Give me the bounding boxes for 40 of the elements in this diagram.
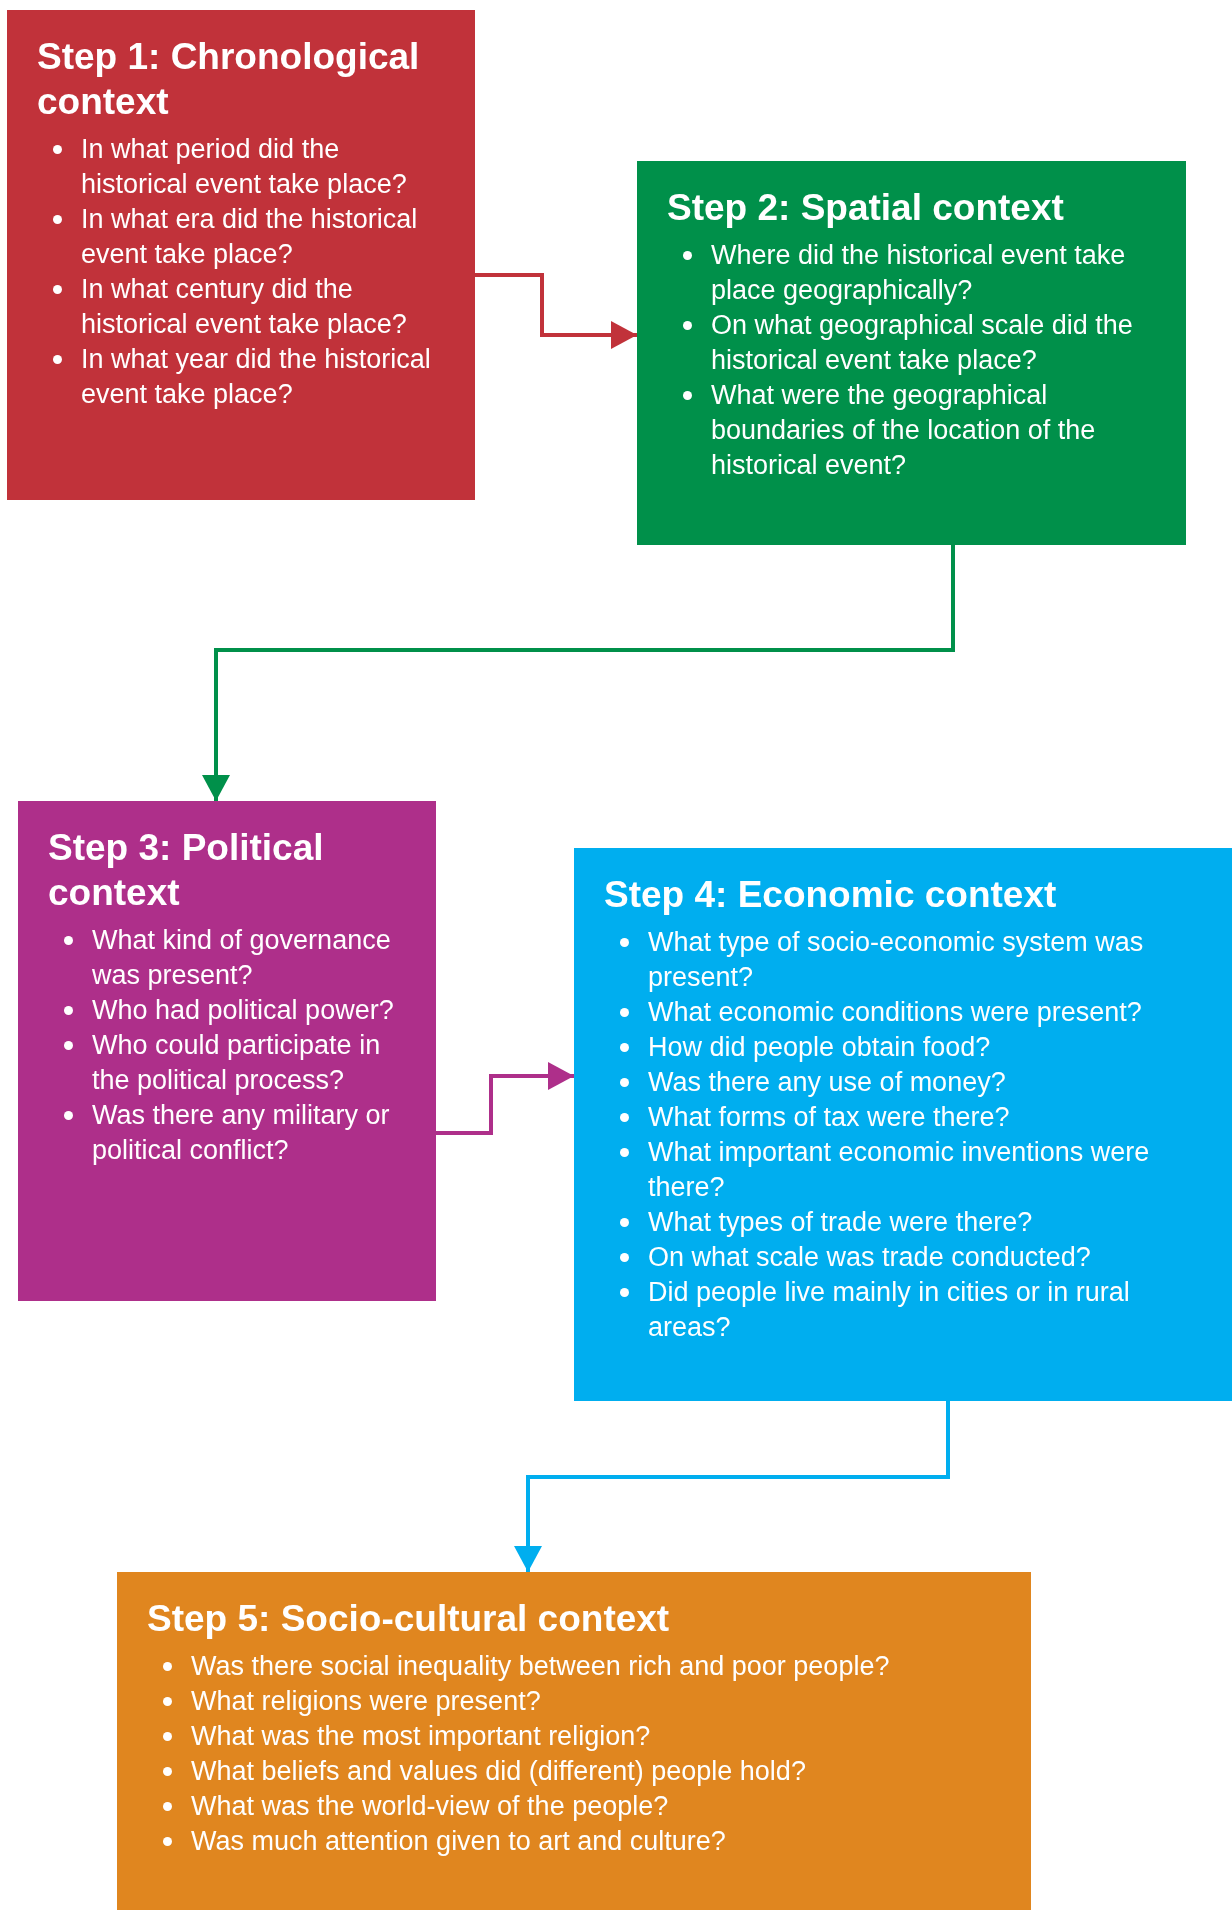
question-text: What types of trade were there? [648, 1206, 1033, 1239]
arrow [514, 1401, 950, 1572]
question-text: What beliefs and values did (different) people hold? [191, 1755, 806, 1788]
step-box [7, 10, 475, 500]
step-box [574, 848, 1232, 1401]
arrow [436, 1062, 574, 1135]
question-text: On what geographical scale did the historical event take place? [711, 309, 1134, 377]
question-text: On what scale was trade conducted? [648, 1241, 1091, 1274]
question-text: In what year did the historical event take place? [81, 343, 432, 411]
question-text: What economic conditions were present? [648, 996, 1142, 1029]
step-box [18, 801, 436, 1301]
question-text: What kind of governance was present? [92, 924, 392, 992]
question-text: Was much attention given to art and culture? [191, 1825, 726, 1858]
step-heading: Step 3: Political context [48, 826, 325, 915]
question-text: What were the geographical boundaries of the location of the historical event? [711, 379, 1097, 482]
step-box [637, 161, 1186, 545]
question-text: What type of socio-economic system was present? [648, 926, 1145, 994]
arrow [475, 273, 637, 349]
step-heading: Step 4: Economic context [604, 873, 1058, 917]
question-text: Who could participate in the political process? [92, 1029, 382, 1097]
question-text: What important economic inventions were there? [648, 1136, 1151, 1204]
question-text: What forms of tax were there? [648, 1101, 1010, 1134]
question-text: Was there social inequality between rich and poor people? [191, 1650, 890, 1683]
question-text: Was there any use of money? [648, 1066, 1006, 1099]
question-text: What was the most important religion? [191, 1720, 651, 1753]
step-heading: Step 1: Chronological context [37, 35, 421, 124]
step-heading: Step 5: Socio-cultural context [147, 1597, 671, 1641]
question-text: In what era did the historical event take place? [81, 203, 419, 271]
question-text: Did people live mainly in cities or in rural areas? [648, 1276, 1131, 1344]
question-text: In what period did the historical event take place? [81, 133, 408, 201]
step-box [117, 1572, 1031, 1910]
question-text: What was the world-view of the people? [191, 1790, 669, 1823]
question-text: What religions were present? [191, 1685, 541, 1718]
question-text: Where did the historical event take place geographically? [711, 239, 1127, 307]
question-text: In what century did the historical event take place? [81, 273, 408, 341]
arrow [202, 545, 955, 801]
question-text: Was there any military or political conflict? [92, 1099, 391, 1167]
question-text: How did people obtain food? [648, 1031, 991, 1064]
step-heading: Step 2: Spatial context [667, 186, 1065, 230]
question-text: Who had political power? [92, 994, 394, 1027]
